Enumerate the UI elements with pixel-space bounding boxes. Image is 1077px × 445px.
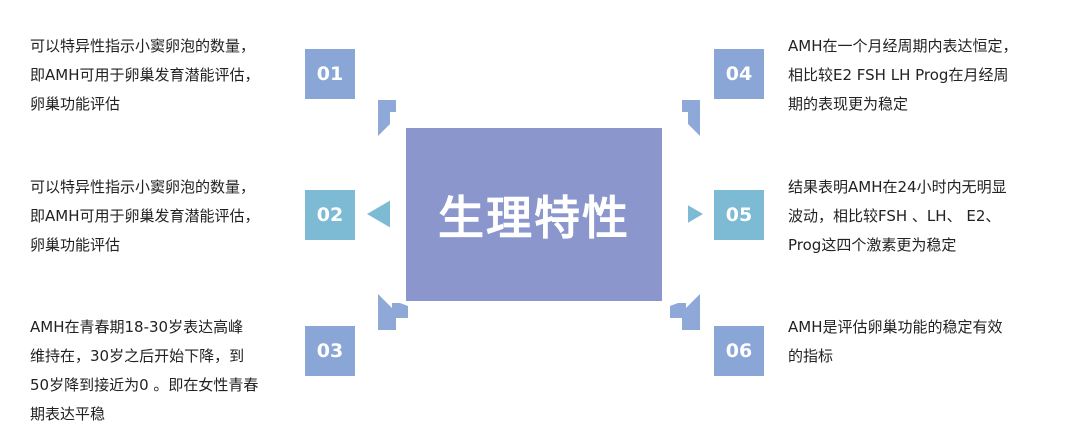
item-04-line-1: AMH在一个月经周期内表达恒定，	[788, 37, 1018, 55]
item-05-number: 05	[725, 204, 753, 226]
item-04-line-3: 期的表现更为稳定	[788, 95, 909, 113]
item-05-number-badge: 05	[714, 190, 764, 240]
item-03-line-2: 维持在，30岁之后开始下降，到	[30, 347, 245, 365]
item-02-number: 02	[316, 204, 344, 226]
item-03-line-4: 期表达平稳	[30, 405, 106, 423]
center-title: 生理特性	[438, 190, 630, 245]
item-06-line-1: AMH是评估卵巢功能的稳定有效	[788, 318, 1003, 336]
corner-arrow-top-left	[378, 100, 396, 136]
item-05-description: 结果表明AMH在24小时内无明显 波动，相比较FSH 、LH、 E2、 Prog…	[788, 173, 1007, 260]
item-01-line-1: 可以特异性指示小窦卵泡的数量，	[30, 37, 256, 55]
item-02-line-1: 可以特异性指示小窦卵泡的数量，	[30, 178, 256, 196]
item-06-number: 06	[725, 340, 753, 362]
item-02-line-2: 即AMH可用于卵巢发育潜能评估，	[30, 207, 260, 225]
item-04-number: 04	[725, 63, 753, 85]
item-04-description: AMH在一个月经周期内表达恒定， 相比较E2 FSH LH Prog在月经周 期…	[788, 32, 1017, 119]
corner-arrow-bottom-left	[378, 294, 396, 330]
item-06-line-2: 的指标	[788, 347, 834, 365]
corner-arrow-bottom-right-inner	[670, 300, 686, 318]
item-06-number-badge: 06	[714, 326, 764, 376]
item-04-line-2: 相比较E2 FSH LH Prog在月经周	[788, 66, 1009, 84]
item-05-line-2: 波动，相比较FSH 、LH、 E2、	[788, 207, 1001, 225]
item-02-description: 可以特异性指示小窦卵泡的数量， 即AMH可用于卵巢发育潜能评估， 卵巢功能评估	[30, 173, 259, 260]
item-03-number: 03	[316, 340, 344, 362]
item-03-line-3: 50岁降到接近为0 。即在女性青春	[30, 376, 259, 394]
item-02-number-badge: 02	[305, 190, 355, 240]
item-01-line-2: 即AMH可用于卵巢发育潜能评估，	[30, 66, 260, 84]
item-01-number-badge: 01	[305, 49, 355, 99]
item-03-line-1: AMH在青春期18-30岁表达高峰	[30, 318, 244, 336]
item-01-description: 可以特异性指示小窦卵泡的数量， 即AMH可用于卵巢发育潜能评估， 卵巢功能评估	[30, 32, 259, 119]
item-03-description: AMH在青春期18-30岁表达高峰 维持在，30岁之后开始下降，到 50岁降到接…	[30, 313, 258, 429]
item-02-line-3: 卵巢功能评估	[30, 236, 121, 254]
corner-arrow-top-right	[682, 100, 700, 136]
center-title-box: 生理特性	[406, 128, 662, 301]
item-05-line-3: Prog这四个激素更为稳定	[788, 236, 957, 254]
item-05-line-1: 结果表明AMH在24小时内无明显	[788, 178, 1007, 196]
item-06-description: AMH是评估卵巢功能的稳定有效 的指标	[788, 313, 1002, 371]
corner-arrow-bottom-left-inner	[392, 300, 408, 318]
item-01-number: 01	[316, 63, 344, 85]
corner-arrow-bottom-right	[682, 294, 700, 330]
item-03-number-badge: 03	[305, 326, 355, 376]
item-04-number-badge: 04	[714, 49, 764, 99]
side-arrow-left	[367, 200, 391, 228]
item-01-line-3: 卵巢功能评估	[30, 95, 121, 113]
